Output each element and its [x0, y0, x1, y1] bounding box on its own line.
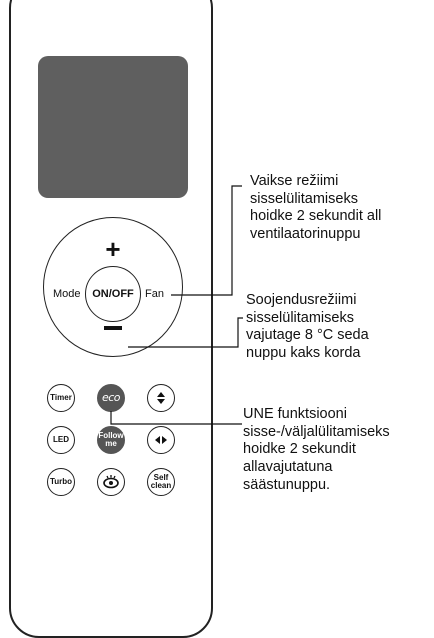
annotation-line: Soojendusrežiimi — [246, 292, 357, 308]
plus-button[interactable]: + — [105, 234, 121, 264]
swing-updown-icon — [157, 392, 165, 404]
fan-button[interactable]: Fan — [145, 288, 164, 300]
annotation-quiet-mode: Vaikse režiimi sisselülitamiseks hoidke … — [250, 173, 381, 244]
annotation-heating-mode: Soojendusrežiimi sisselülitamiseks vajut… — [246, 292, 369, 363]
follow-me-label: Follow me — [98, 431, 124, 448]
self-clean-button[interactable]: Self clean — [147, 468, 175, 496]
swing-leftright-icon — [155, 436, 167, 444]
callout-line-eco — [110, 411, 242, 425]
annotation-line: UNE funktsiooni — [243, 406, 347, 422]
annotation-line: nuppu kaks korda — [246, 345, 361, 362]
swing-updown-button[interactable] — [147, 384, 175, 412]
callout-lines — [110, 185, 243, 425]
annotation-line: hoidke 2 sekundit all — [250, 208, 382, 225]
timer-button[interactable]: Timer — [47, 384, 75, 412]
swing-leftright-button[interactable] — [147, 426, 175, 454]
minus-button[interactable] — [104, 326, 122, 330]
sleep-eye-icon — [103, 475, 119, 489]
led-button[interactable]: LED — [47, 426, 75, 454]
eco-label: eco — [101, 391, 121, 404]
callout-line-minus — [128, 317, 243, 348]
annotation-line: vajutage 8 °C seda — [246, 327, 369, 344]
eco-button[interactable]: eco — [97, 384, 125, 412]
annotation-line: sisselülitamiseks — [246, 309, 354, 326]
remote-display-screen — [38, 56, 188, 198]
follow-me-button[interactable]: Follow me — [97, 426, 125, 454]
annotation-sleep-function: UNE funktsiooni sisse-/väljalülitamiseks… — [243, 406, 390, 495]
callout-line-fan — [171, 185, 242, 296]
annotation-line: allavajutatuna — [243, 459, 333, 476]
annotation-line: Vaikse režiimi — [250, 173, 339, 189]
self-clean-label: Self clean — [150, 473, 172, 490]
annotation-line: sisselülitamiseks — [250, 190, 358, 207]
turbo-button[interactable]: Turbo — [47, 468, 75, 496]
annotation-line: ventilaatorinuppu — [250, 226, 361, 243]
dpad-ring — [43, 217, 183, 357]
annotation-line: sisse-/väljalülitamiseks — [243, 423, 390, 440]
mode-button[interactable]: Mode — [53, 288, 81, 300]
annotation-line: hoidke 2 sekundit — [243, 441, 356, 458]
onoff-button[interactable]: ON/OFF — [85, 266, 141, 322]
sleep-button[interactable] — [97, 468, 125, 496]
annotation-line: säästunuppu. — [243, 476, 331, 493]
